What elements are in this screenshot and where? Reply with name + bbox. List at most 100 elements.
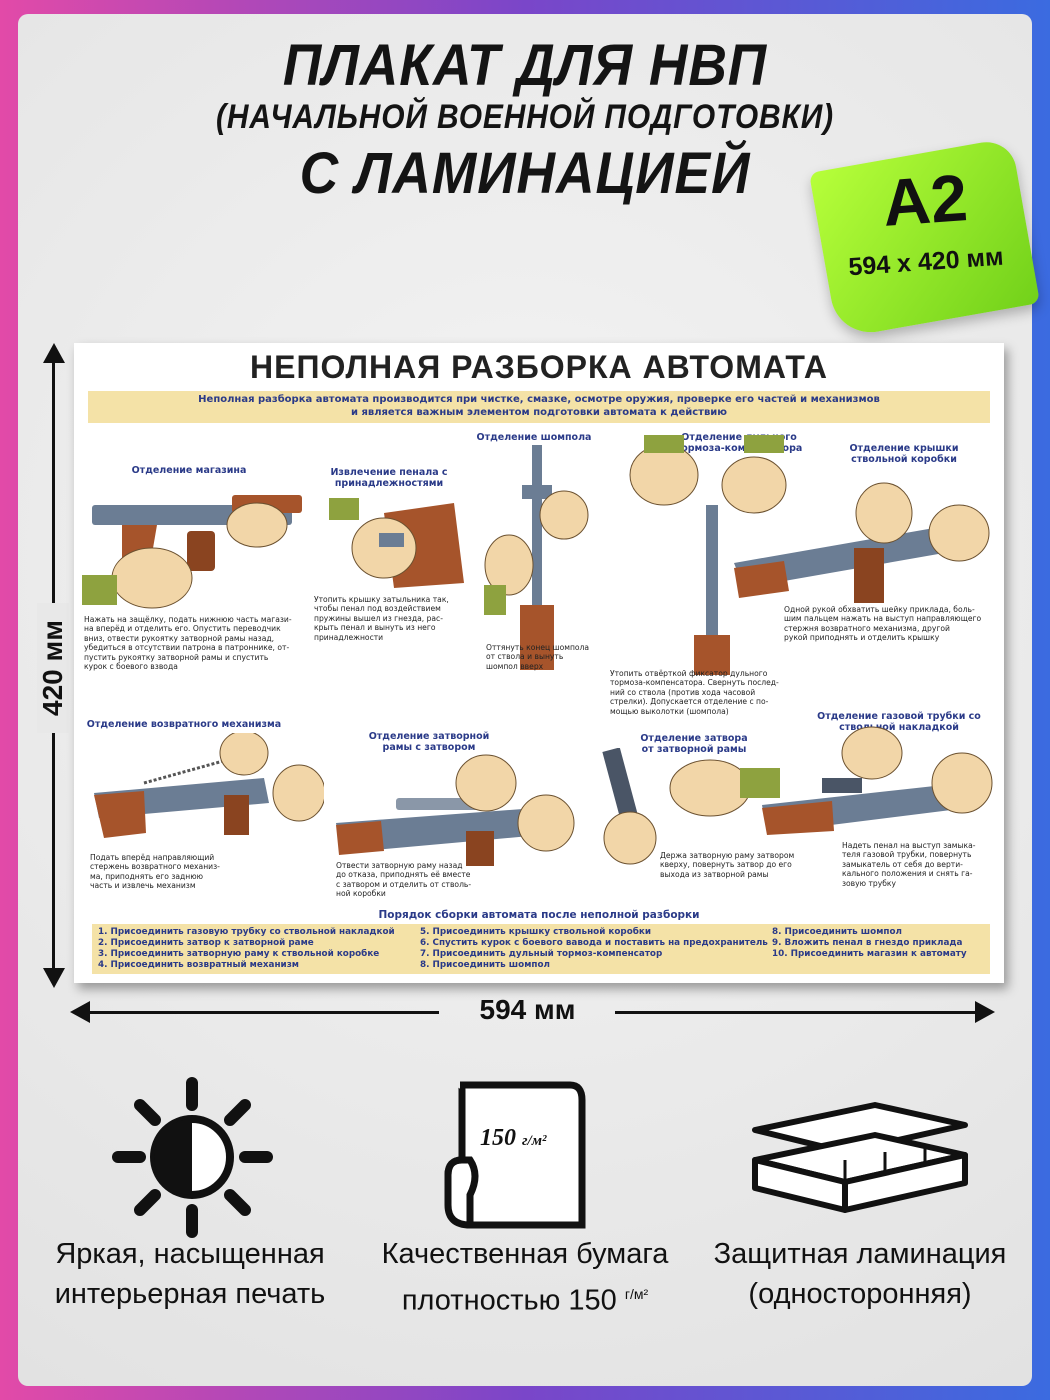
assembly-item: 2. Присоединить затвор к затворной раме [98, 938, 314, 948]
format-label: A2 [880, 160, 970, 240]
assembly-item: 7. Присоединить дульный тормоз-компенсат… [420, 949, 663, 959]
step-9-desc-line: кального положения и снять га- [842, 869, 973, 879]
step-9-desc-line: теля газовой трубки, повернуть [842, 850, 972, 860]
feature-lamination: Защитная ламинация (односторонняя) [695, 1234, 1025, 1314]
step-2-desc-line: чтобы пенал под воздействием [314, 604, 441, 614]
headline-line-2: (НАЧАЛЬНОЙ ВОЕННОЙ ПОДГОТОВКИ) [215, 98, 834, 136]
step-1-desc-line: убедиться в отсутствии патрона в патронн… [84, 643, 290, 653]
poster-intro: Неполная разборка автомата производится … [88, 393, 990, 419]
paper-roll-icon [444, 1081, 586, 1229]
step-3-description: Оттянуть конец шомпола от ствола и вынут… [486, 643, 606, 671]
paper-density-badge: 150 г/м² [480, 1125, 590, 1152]
step-6-desc-line: Подать вперёд направляющий [90, 853, 215, 862]
step-8-title: Отделение затвора от затворной рамы [640, 733, 748, 755]
step-6-description: Подать вперёд направляющий стержень возв… [90, 853, 260, 891]
sun-icon [112, 1077, 273, 1238]
assembly-item: 1. Присоединить газовую трубку со стволь… [98, 927, 395, 937]
step-1-description: Нажать на защёлку, подать нижнюю часть м… [84, 615, 304, 671]
step-5-desc-line: рукой приподнять и отделить крышку [784, 633, 940, 643]
assembly-item: 4. Присоединить возвратный механизм [98, 960, 299, 970]
step-3-desc-line: шомпол вверх [486, 661, 544, 671]
step-5-title: Отделение крышки ствольной коробки [849, 443, 959, 465]
bolt-carrier-illustration [336, 754, 575, 866]
step-4-desc-line: Утопить отвёрткой фиксатор дульного [610, 669, 768, 678]
density-unit: г/м² [522, 1133, 547, 1149]
step-6-desc-line: ма, приподнять его заднюю [90, 871, 204, 881]
feature-density-text: плотностью 150 [401, 1284, 617, 1317]
step-4-description: Утопить отвёрткой фиксатор дульного торм… [610, 669, 780, 716]
lamination-icon [752, 1102, 968, 1213]
step-8-desc-line: выхода из затворной рамы [660, 869, 769, 879]
width-dimension-line-right [615, 1011, 980, 1014]
step-1-desc-line: Нажать на защёлку, подать нижнюю часть м… [84, 615, 292, 624]
step-3-desc-line: от ствола и вынуть [486, 652, 564, 662]
rifle-magazine-illustration [82, 495, 302, 609]
height-dimension-label: 420 мм [37, 603, 69, 733]
assembly-item: 3. Присоединить затворную раму к ствольн… [98, 949, 380, 959]
step-8-description: Держа затворную раму затвором кверху, по… [660, 851, 820, 879]
assembly-item: 10. Присоединить магазин к автомату [772, 949, 967, 959]
poster-preview: НЕПОЛНАЯ РАЗБОРКА АВТОМАТА Неполная разб… [74, 343, 1004, 983]
feature-line: интерьерная печать [54, 1278, 326, 1310]
assembly-title: Порядок сборки автомата после неполной р… [378, 909, 700, 921]
step-6-desc-line: часть и извлечь механизм [90, 881, 196, 891]
assembly-item: 9. Вложить пенал в гнездо приклада [772, 938, 963, 948]
step-2-description: Утопить крышку затыльника так, чтобы пен… [314, 595, 464, 642]
step-4-desc-line: тормоза-компенсатора. Свернуть послед- [610, 678, 779, 688]
step-7-desc-line: до отказа, приподнять её вместе [336, 870, 471, 880]
step-2-title: Извлечение пенала с принадлежностями [330, 467, 448, 489]
assembly-item: 5. Присоединить крышку ствольной коробки [420, 927, 652, 937]
step-2-desc-line: принадлежности [314, 632, 384, 642]
cleaning-rod-illustration [484, 445, 589, 670]
arrow-right-icon [975, 1001, 995, 1023]
step-4-desc-line: стрелки). Допускается отделение с по- [610, 697, 769, 707]
headline-line-1: ПЛАКАТ ДЛЯ НВП [282, 33, 768, 98]
step-8-desc-line: Держа затворную раму затвором [660, 851, 795, 860]
step-4-desc-line: мощью выколотки (шомпола) [610, 706, 729, 716]
feature-bright-print: Яркая, насыщенная интерьерная печать [25, 1234, 355, 1314]
step-6-desc-line: стержень возвратного механиз- [90, 862, 220, 872]
step-9-desc-line: замыкатель от себя до верти- [842, 859, 963, 869]
step-6-title: Отделение возвратного механизма [86, 719, 282, 730]
assembly-column-1: 1. Присоединить газовую трубку со стволь… [98, 927, 418, 971]
step-9-description: Надеть пенал на выступ замыка- теля газо… [842, 841, 992, 888]
assembly-band [92, 924, 990, 974]
arrow-left-icon [70, 1001, 90, 1023]
assembly-column-2: 5. Присоединить крышку ствольной коробки… [420, 927, 770, 971]
intro-line-1: Неполная разборка автомата производится … [198, 394, 880, 405]
step-5-desc-line: Одной рукой обхватить шейку приклада, бо… [784, 605, 975, 614]
step-9-desc-line: Надеть пенал на выступ замыка- [842, 841, 976, 850]
step-7-description: Отвести затворную раму назад до отказа, … [336, 861, 506, 899]
muzzle-brake-illustration [629, 435, 787, 675]
assembly-item: 6. Спустить курок с боевого вавода и пос… [420, 938, 768, 948]
intro-line-2: и является важным элементом подготовки а… [350, 407, 728, 418]
step-9-title: Отделение газовой трубки со ствольной на… [817, 711, 981, 733]
step-1-desc-line: курок с боевого взвода [84, 662, 178, 672]
step-5-description: Одной рукой обхватить шейку приклада, бо… [784, 605, 984, 643]
step-1-title: Отделение магазина [131, 465, 247, 476]
poster-title: НЕПОЛНАЯ РАЗБОРКА АВТОМАТА [249, 349, 828, 385]
assembly-column-3: 8. Присоединить шомпол 9. Вложить пенал … [772, 927, 992, 960]
bolt-removal-illustration [602, 748, 780, 865]
step-7-desc-line: ной коробки [336, 889, 386, 899]
width-dimension-label: 594 мм [479, 994, 576, 1025]
step-1-desc-line: на вперёд и отделить его. Опустить перев… [84, 624, 281, 634]
feature-line: Качественная бумага [381, 1238, 669, 1270]
step-2-desc-line: Утопить крышку затыльника так, [314, 595, 449, 604]
step-7-desc-line: с затвором и отделить от стволь- [336, 879, 472, 889]
step-3-desc-line: Оттянуть конец шомпола [486, 643, 590, 652]
arrow-up-icon [43, 343, 65, 363]
assembly-item: 8. Присоединить шомпол [772, 927, 902, 937]
recoil-spring-illustration [94, 733, 324, 838]
step-1-desc-line: пустить рукоятку затворной рамы и спусти… [84, 652, 269, 662]
step-9-desc-line: зовую трубку [842, 878, 896, 888]
step-5-desc-line: стержня возвратного механизма, другой [784, 623, 950, 633]
rifle-stock-illustration [329, 498, 464, 588]
feature-density-unit: г/м² [624, 1286, 649, 1302]
step-4-desc-line: ний со ствола (против хода часовой [610, 687, 756, 697]
step-7-title: Отделение затворной рамы с затвором [368, 731, 490, 753]
step-1-desc-line: вниз, отвести рукоятку затворной рамы на… [84, 633, 275, 643]
receiver-cover-illustration [734, 482, 990, 603]
feature-line: (односторонняя) [748, 1278, 972, 1310]
feature-line: плотностью 150 г/м² [355, 1274, 695, 1321]
